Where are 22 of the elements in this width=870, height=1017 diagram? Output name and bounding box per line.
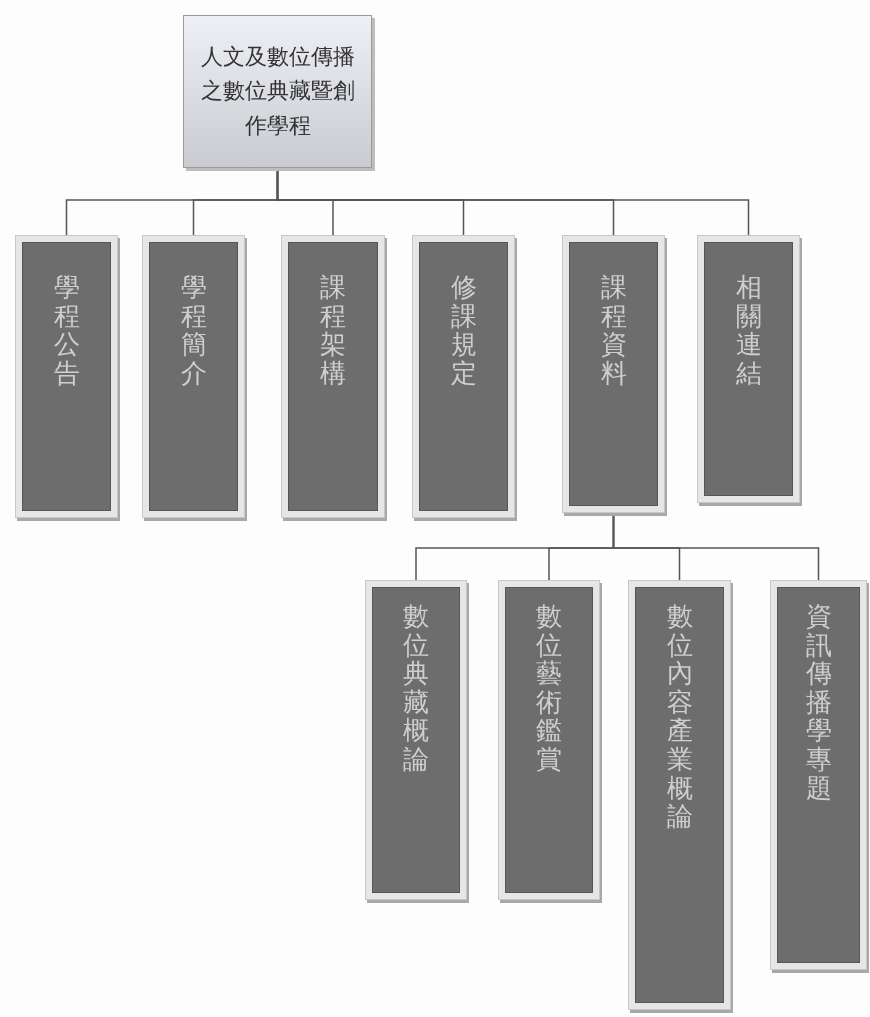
box-title: 人文及數位傳播之數位典藏暨創作學程 <box>199 43 356 140</box>
vertical-label: 學程簡介 <box>180 273 207 390</box>
menu-box <box>412 235 515 518</box>
vertical-label: 課程資料 <box>600 273 627 390</box>
menu-box <box>770 580 867 970</box>
title-box <box>183 15 372 168</box>
menu-box <box>142 235 245 518</box>
vertical-label: 數位藝術鑑賞 <box>536 602 562 776</box>
menu-box <box>498 580 600 900</box>
vertical-label: 資訊傳播學專題 <box>805 602 832 805</box>
menu-box <box>697 235 800 503</box>
vertical-label: 學程公告 <box>53 273 80 390</box>
vertical-label: 數位典藏概論 <box>403 602 429 776</box>
menu-box <box>628 580 731 1010</box>
menu-box <box>365 580 467 900</box>
vertical-label: 數位內容產業概論 <box>666 602 693 834</box>
menu-box <box>281 235 385 518</box>
menu-box <box>562 235 665 513</box>
vertical-label: 課程架構 <box>320 273 346 390</box>
vertical-label: 相關連結 <box>735 273 762 390</box>
menu-box <box>15 235 118 518</box>
vertical-label: 修課規定 <box>450 273 477 390</box>
